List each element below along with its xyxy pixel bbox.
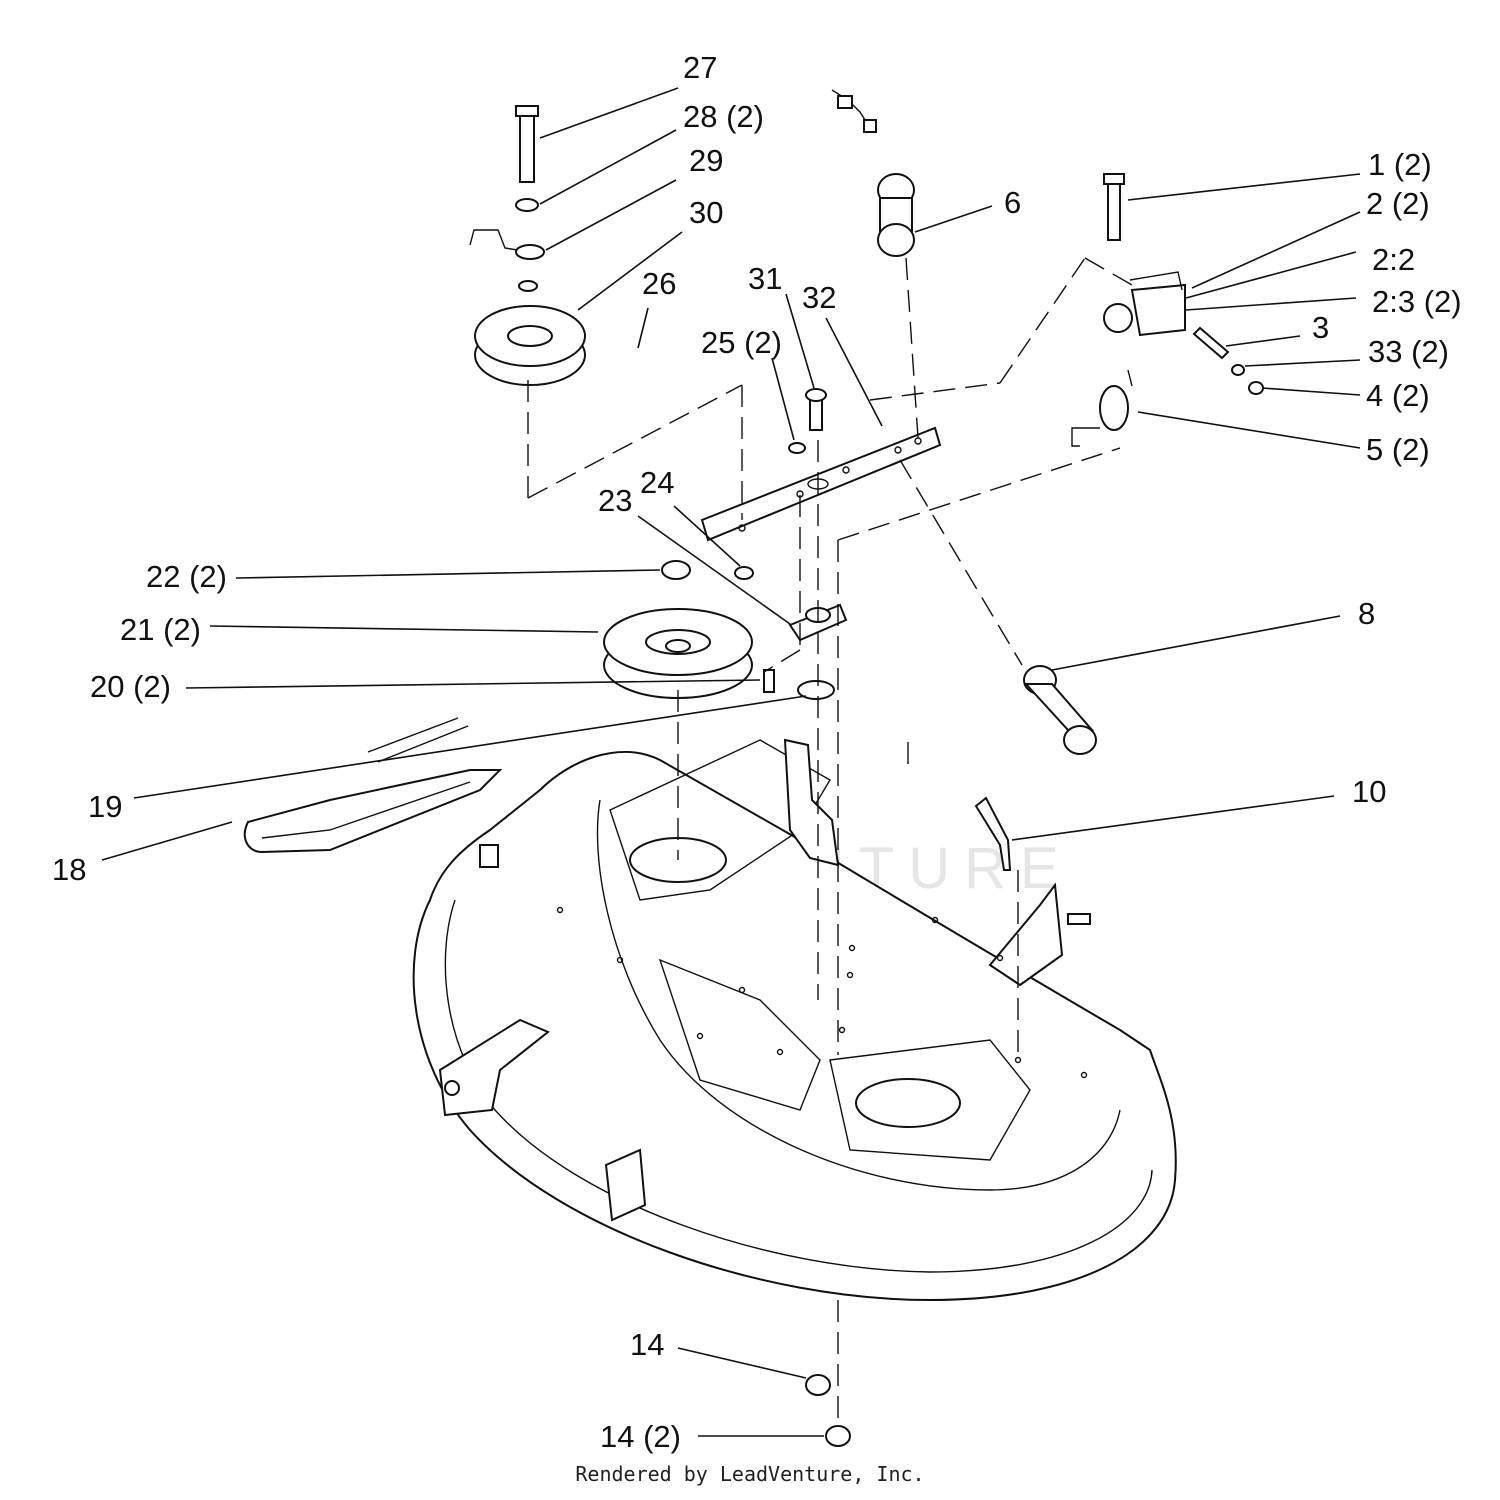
callout-2-2: 2:2 [1372,242,1415,277]
callout-18: 18 [52,852,86,887]
deck-nuts [805,1374,851,1447]
spring-bracket-assembly [831,89,1264,871]
blade-pulley [603,560,775,699]
callout-8: 8 [1358,596,1375,631]
callout-2: 2 (2) [1366,186,1430,221]
idler-arm-assembly [700,388,942,700]
callout-4: 4 (2) [1366,378,1430,413]
callout-6: 6 [1004,185,1021,220]
idler-pulley-stack [469,105,586,386]
callout-31: 31 [748,261,782,296]
callout-labels: 27 28 (2) 29 30 26 31 32 25 (2) 6 1 (2) … [52,50,1462,1454]
callout-30: 30 [689,195,723,230]
callout-14: 14 [630,1327,664,1362]
leader-lines [101,87,1361,1437]
callout-22: 22 (2) [146,559,227,594]
mower-deck [412,738,1177,1302]
callout-19: 19 [88,789,122,824]
callout-26: 26 [642,266,676,301]
callout-27: 27 [683,50,717,85]
callout-2-3: 2:3 (2) [1372,284,1462,319]
callout-29: 29 [689,143,723,178]
callout-21: 21 (2) [120,612,201,647]
footer-credit: Rendered by LeadVenture, Inc. [575,1462,925,1486]
callout-32: 32 [802,280,836,315]
callout-10: 10 [1352,774,1386,809]
callout-1: 1 (2) [1368,147,1432,182]
callout-20: 20 (2) [90,669,171,704]
drive-belt [243,717,503,854]
alignment-lines [527,257,1133,1426]
callout-3: 3 [1312,310,1329,345]
callout-33: 33 (2) [1368,334,1449,369]
callout-25: 25 (2) [701,325,782,360]
callout-24: 24 [640,465,674,500]
callout-5: 5 (2) [1366,432,1430,467]
callout-28: 28 (2) [683,99,764,134]
callout-23: 23 [598,483,632,518]
callout-14-2: 14 (2) [600,1419,681,1454]
